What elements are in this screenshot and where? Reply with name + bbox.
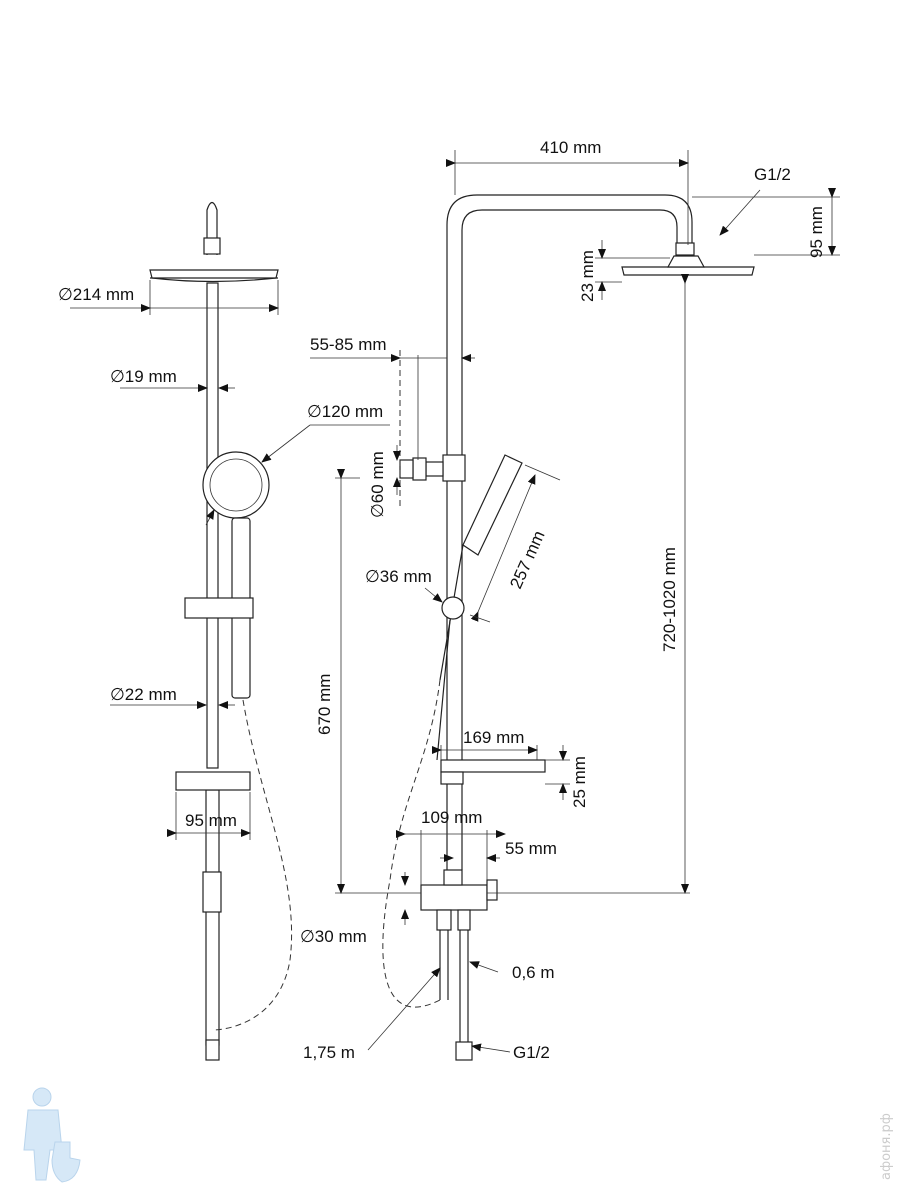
rain-head-side — [621, 266, 755, 276]
top-pipe — [206, 201, 218, 255]
label-mixer-diameter: ∅30 mm — [300, 927, 367, 946]
label-mixer-width: 109 mm — [421, 808, 482, 827]
upper-rail — [206, 282, 219, 769]
label-head-connection: G1/2 — [754, 165, 791, 184]
label-head-thickness: 23 mm — [578, 250, 597, 302]
label-shelf-width: 95 mm — [185, 811, 237, 830]
label-hand-shower-diameter: ∅120 mm — [307, 402, 383, 421]
label-bracket-diameter: ∅60 mm — [368, 451, 387, 518]
label-head-drop: 95 mm — [807, 206, 826, 258]
wall-bracket — [399, 459, 414, 479]
soap-shelf — [175, 771, 251, 791]
label-head-height: 720-1020 mm — [660, 547, 679, 652]
label-holder-height: 670 mm — [315, 674, 334, 735]
label-shelf-length: 169 mm — [463, 728, 524, 747]
rain-head — [149, 269, 279, 283]
label-hand-hose-length: 1,75 m — [303, 1043, 355, 1062]
label-arm-length: 410 mm — [540, 138, 601, 157]
bottom-nut — [205, 1039, 220, 1061]
right-side-view — [310, 150, 840, 1061]
watermark: афоня.рф — [879, 1113, 894, 1180]
plumber-logo — [23, 1087, 81, 1183]
shower-arm — [446, 194, 693, 870]
label-hand-shower-length: 257 mm — [506, 528, 548, 592]
shelf-side — [440, 759, 546, 773]
hose-connector — [202, 871, 222, 913]
label-supply-hose-length: 0,6 m — [512, 963, 555, 982]
hand-hose — [211, 699, 293, 1031]
head-connector — [675, 242, 695, 256]
diverter-knob — [441, 596, 465, 620]
bracket-slider — [442, 454, 466, 482]
hand-shower-side — [462, 454, 523, 556]
left-front-view — [70, 201, 390, 1061]
label-head-diameter: ∅214 mm — [58, 285, 134, 304]
label-mixer-offset: 55 mm — [505, 839, 557, 858]
mixer-body — [420, 884, 488, 911]
hand-shower-head — [202, 451, 270, 519]
label-supply-connection: G1/2 — [513, 1043, 550, 1062]
head-joint — [203, 237, 221, 255]
slider — [184, 597, 254, 619]
bracket-arm — [425, 461, 444, 477]
hand-hose-side — [382, 679, 441, 1008]
label-lower-pipe-diameter: ∅22 mm — [110, 685, 177, 704]
label-shelf-height: 25 mm — [570, 756, 589, 808]
label-upper-pipe-diameter: ∅19 mm — [110, 367, 177, 386]
supply-nut — [455, 1041, 473, 1061]
label-knob-diameter: ∅36 mm — [365, 567, 432, 586]
label-wall-offset: 55-85 mm — [310, 335, 387, 354]
